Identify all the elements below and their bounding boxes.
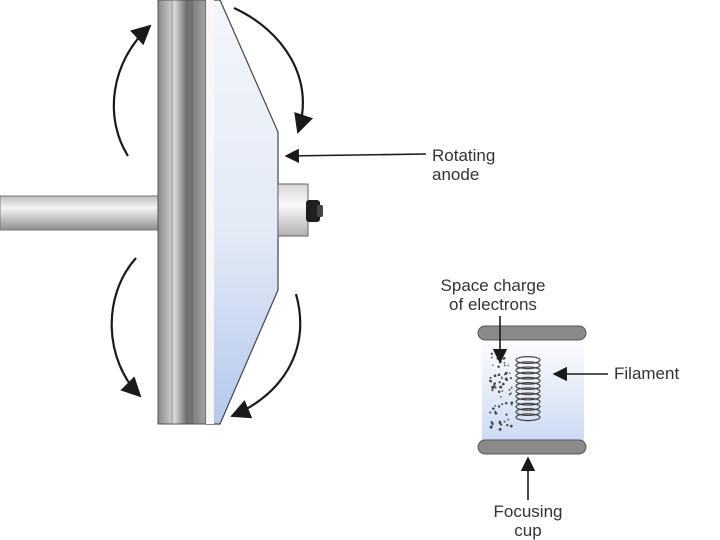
- label-rotating-anode-line2: anode: [432, 165, 480, 184]
- rotating-anode-pointer: [284, 148, 427, 164]
- electron-dot: [507, 364, 510, 367]
- label-rotating-anode-line1: Rotating: [432, 146, 496, 165]
- filament-turn: [515, 402, 541, 411]
- electron-dot: [501, 390, 504, 392]
- label-space-charge-line1: Space charge: [440, 276, 546, 295]
- electron-dot: [497, 405, 501, 408]
- electron-dot: [489, 376, 492, 379]
- rotation-arrow-upper-right: [233, 7, 314, 134]
- electron-dot: [508, 393, 511, 396]
- electron-dot: [501, 377, 503, 380]
- filament-turn: [515, 376, 541, 385]
- electron-dot: [493, 384, 496, 387]
- electron-dot: [492, 407, 495, 410]
- filament-turn: [515, 371, 541, 380]
- electron-dot: [500, 396, 502, 398]
- electron-dot: [510, 392, 512, 394]
- electron-dot: [498, 421, 502, 424]
- electron-dot: [490, 425, 493, 427]
- focusing-cup-bottom-plate: [477, 439, 587, 455]
- filament-turn: [515, 387, 541, 396]
- filament-turn: [515, 361, 541, 370]
- electron-dot: [490, 380, 493, 383]
- electron-dot: [500, 376, 503, 378]
- rotation-arrow-upper-left: [112, 24, 152, 157]
- electron-dot: [498, 381, 501, 384]
- electron-dot: [507, 418, 510, 421]
- electron-dot: [509, 376, 513, 380]
- electron-dot: [491, 386, 495, 389]
- electron-dot: [501, 382, 505, 386]
- filament-turn: [515, 413, 541, 422]
- electron-dot: [494, 411, 498, 415]
- electron-dot: [504, 364, 506, 367]
- filament-turn: [515, 408, 541, 417]
- electron-dot: [494, 386, 497, 389]
- filament-turn: [515, 397, 541, 406]
- electron-dot: [498, 427, 502, 431]
- filament-coil: [515, 356, 541, 422]
- filament-turn: [515, 382, 541, 391]
- electron-dot: [495, 353, 498, 356]
- label-filament-text: Filament: [614, 364, 680, 383]
- anode-shaft: [0, 195, 163, 231]
- electron-dot: [510, 403, 513, 406]
- electron-dot: [509, 424, 513, 428]
- electron-dot: [497, 390, 501, 394]
- electron-dot: [497, 373, 501, 377]
- electron-dot: [504, 402, 507, 405]
- electron-dot: [490, 352, 493, 355]
- label-filament: Filament: [614, 364, 679, 383]
- rotation-arrows: [110, 7, 314, 419]
- label-rotating-anode: Rotating anode: [432, 146, 495, 184]
- electron-dot: [504, 377, 508, 381]
- electron-dot: [503, 362, 506, 364]
- electron-dot: [499, 423, 503, 426]
- electron-dot: [502, 357, 505, 360]
- electron-dot: [504, 371, 508, 375]
- label-space-charge: Space charge of electrons: [408, 276, 578, 314]
- label-focusing-cup-line2: cup: [514, 521, 542, 540]
- electron-dot: [508, 372, 511, 374]
- electron-dot: [503, 420, 506, 423]
- focusing-cup: [477, 325, 587, 455]
- electron-dot: [498, 386, 501, 389]
- electron-dot: [494, 410, 497, 413]
- label-focusing-cup-line1: Focusing: [493, 502, 563, 521]
- rotation-arrow-lower-left: [110, 257, 142, 398]
- rotation-arrow-lower-right: [230, 293, 302, 419]
- electron-dot: [493, 382, 496, 385]
- anode-disc-rim: [157, 0, 207, 425]
- electron-dot: [494, 404, 497, 407]
- electron-dot: [489, 411, 492, 414]
- electron-dot: [510, 401, 514, 405]
- electron-dot: [505, 413, 508, 416]
- anode-beveled-face: [205, 0, 279, 425]
- filament-turn: [515, 366, 541, 375]
- electron-dot: [491, 422, 494, 426]
- electron-dot: [501, 403, 504, 406]
- electron-dot: [492, 364, 494, 366]
- electron-dot: [510, 386, 513, 389]
- anode-hub: [277, 183, 323, 237]
- label-focusing-cup: Focusing cup: [468, 502, 588, 540]
- focusing-cup-top-plate: [477, 325, 587, 341]
- electron-dot: [490, 356, 493, 359]
- electron-dot: [493, 374, 497, 378]
- electron-dot: [508, 388, 511, 391]
- electron-dot: [497, 365, 500, 368]
- electron-dot: [491, 389, 494, 392]
- filament-turn: [515, 392, 541, 401]
- electron-dot: [506, 424, 509, 427]
- label-space-charge-line2: of electrons: [449, 295, 537, 314]
- filament-turn: [515, 356, 541, 365]
